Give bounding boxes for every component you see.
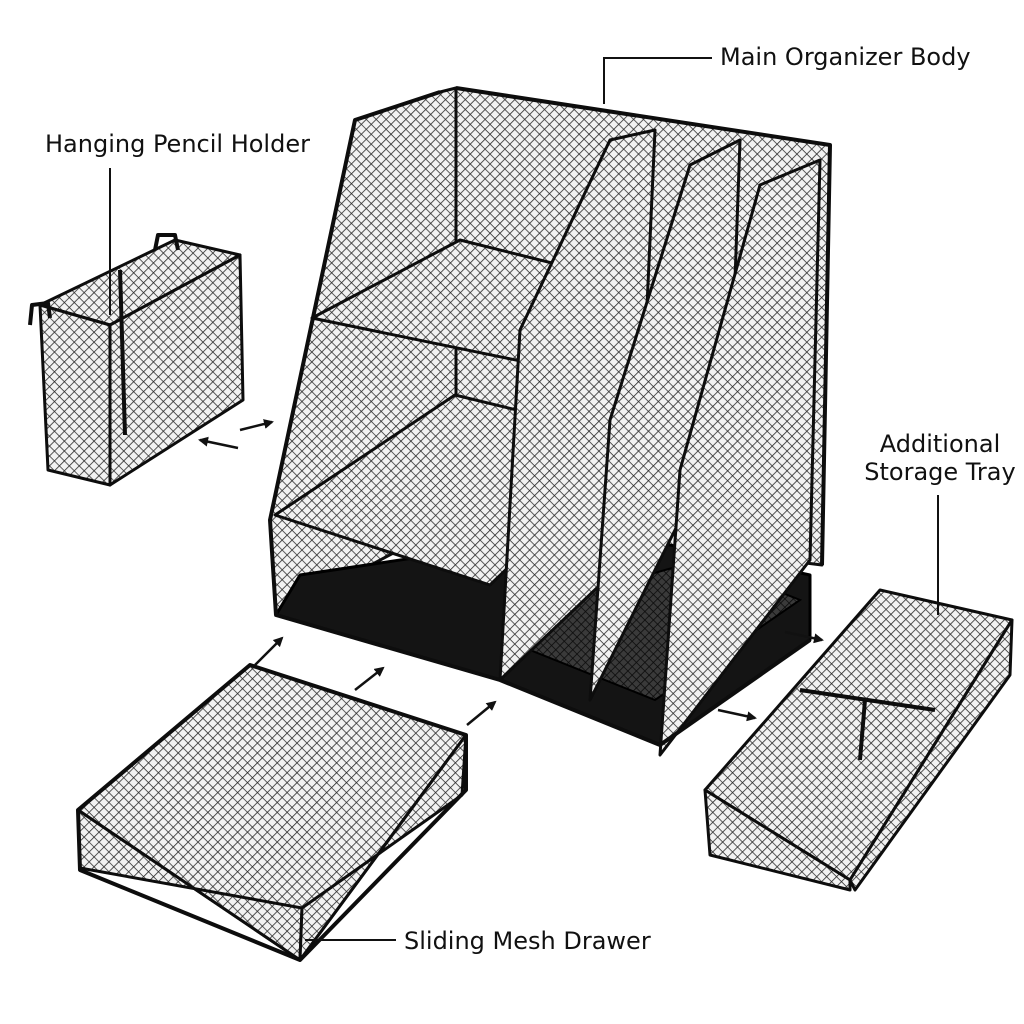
assembly-arrows bbox=[198, 419, 824, 726]
divider-2 bbox=[588, 138, 742, 702]
pencil-holder-front-left bbox=[38, 303, 112, 487]
sliding-mesh-drawer bbox=[76, 663, 468, 962]
tray-divider-short bbox=[858, 699, 867, 761]
main-organizer-body-label: Main Organizer Body bbox=[720, 43, 971, 71]
divider-3 bbox=[658, 158, 822, 757]
sliding-mesh-drawer-label: Sliding Mesh Drawer bbox=[404, 927, 651, 955]
arrow-tray-2 bbox=[717, 708, 757, 722]
leader-lines bbox=[109, 57, 939, 941]
arrow-tray-1 bbox=[784, 630, 824, 644]
storage-tray-label-line2: Storage Tray bbox=[864, 458, 1016, 486]
hook-right bbox=[153, 233, 180, 251]
arrow-drawer-1 bbox=[254, 636, 284, 666]
pencil-holder-front-right bbox=[108, 253, 245, 487]
drawer-frame bbox=[76, 663, 468, 962]
tray-front-face bbox=[703, 788, 852, 892]
arrow-drawer-3 bbox=[466, 700, 497, 726]
hanging-pencil-holder-label: Hanging Pencil Holder bbox=[45, 130, 310, 158]
arrow-drawer-2 bbox=[354, 666, 385, 691]
additional-storage-tray-label: Additional Storage Tray bbox=[860, 430, 1020, 486]
storage-tray-label-line1: Additional bbox=[879, 430, 1001, 458]
tray-right-face bbox=[848, 618, 1014, 892]
hanging-pencil-holder bbox=[28, 233, 245, 487]
tray-divider-long bbox=[799, 688, 936, 712]
additional-storage-tray bbox=[703, 588, 1014, 892]
arrow-pencil-1 bbox=[239, 419, 274, 432]
arrow-pencil-2 bbox=[198, 436, 239, 450]
leader-main-body bbox=[603, 57, 712, 104]
hook-left bbox=[28, 301, 52, 326]
pencil-holder-divider bbox=[118, 269, 127, 436]
main-organizer-body bbox=[268, 86, 832, 757]
body-frame bbox=[268, 86, 832, 747]
